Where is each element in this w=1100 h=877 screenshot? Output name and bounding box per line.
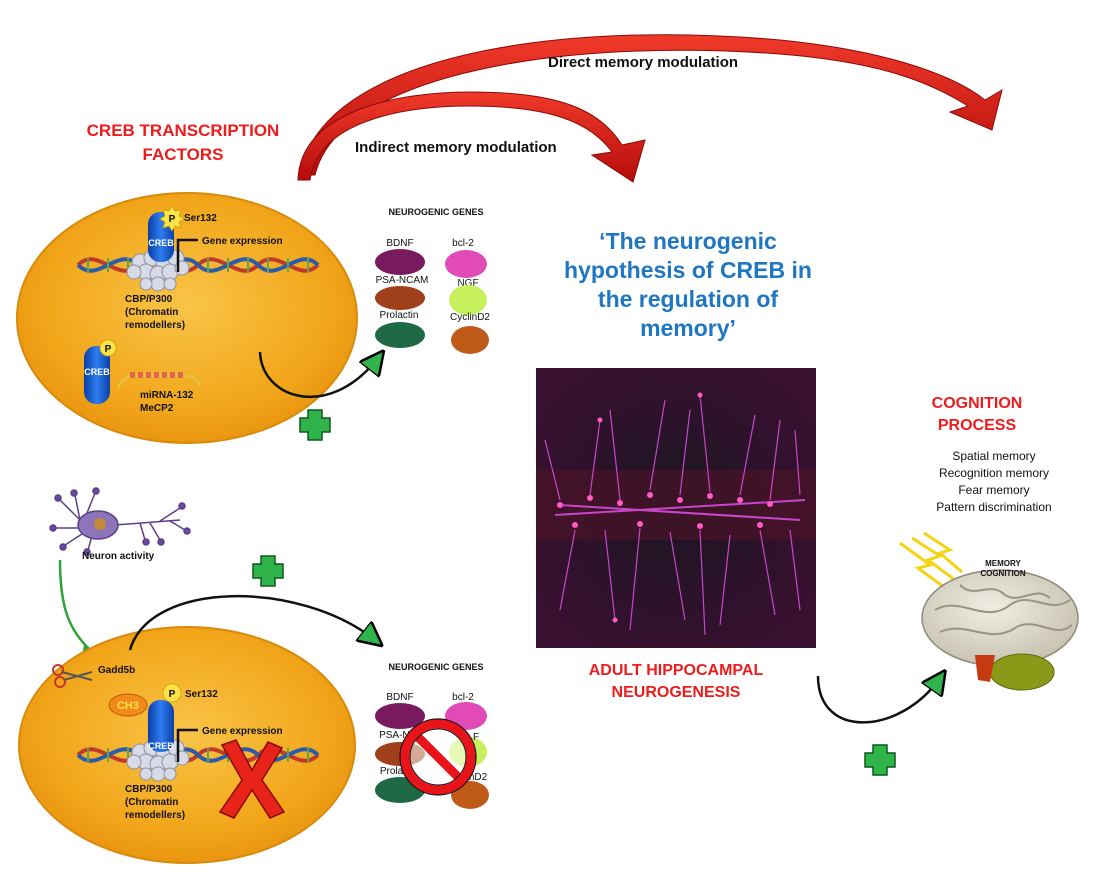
methyl-label: CH3 — [117, 700, 139, 712]
cognition-title-line1: COGNITION — [932, 395, 1023, 412]
prohibited-icon — [399, 718, 477, 796]
cognition-process: COGNITION PROCESS Spatial memory Recogni… — [932, 395, 1052, 514]
creb-protein-3-icon — [148, 700, 174, 752]
cbp-label-line1: CBP/P300 — [125, 294, 173, 305]
bottom-cell: CREB CH3 P Ser132 Gene expression CBP/P3… — [18, 626, 356, 864]
gene-cyclind2-label: CyclinD2 — [450, 312, 490, 323]
hypothesis-line2: hypothesis of CREB in — [564, 257, 812, 283]
creb-2-label: CREB — [84, 367, 110, 377]
neuron-icon — [49, 487, 191, 556]
gene-ngf-icon — [449, 285, 487, 315]
gene-psa-label: PSA-NCAM — [376, 275, 429, 286]
mecp2-label: MeCP2 — [140, 403, 174, 414]
gene-expression-arrow — [176, 238, 198, 272]
plus-icon-middle — [252, 555, 284, 587]
cell-to-genes-arrow — [258, 352, 378, 398]
gene-bcl2-icon — [445, 250, 487, 278]
top-cell: CREB P Ser132 Gene expression CBP/P300 (… — [16, 192, 358, 444]
plus-icon-right — [864, 744, 896, 776]
gene-2-ngf-label: F — [473, 732, 479, 743]
cognition-item-recognition: Recognition memory — [939, 466, 1049, 480]
gene-2-psa-label: PSA-NC — [379, 730, 417, 741]
bottom-neurogenic-genes: NEUROGENIC GENES BDNF PSA-NC Prolac bcl-… — [375, 662, 489, 809]
phosphate-2-label: P — [105, 344, 112, 355]
genes-header: NEUROGENIC GENES — [388, 207, 483, 217]
phosphate-badge-icon — [159, 205, 185, 232]
ser132-2-label: Ser132 — [185, 689, 218, 700]
cell-to-genes-2-arrow — [128, 595, 375, 651]
neurogenesis-title-line1: ADULT HIPPOCAMPAL — [589, 662, 764, 679]
cognition-item-spatial: Spatial memory — [952, 449, 1035, 463]
gene-expression-2-arrow — [176, 728, 198, 762]
plus-icon-top — [299, 409, 331, 441]
hypothesis-title: ‘The neurogenic hypothesis of CREB in th… — [564, 228, 812, 341]
hypothesis-line4: memory’ — [640, 315, 736, 341]
neuron-to-cell-arrow — [58, 559, 91, 651]
cognition-title-line2: PROCESS — [938, 417, 1017, 434]
creb-factors-title-line1: CREB TRANSCRIPTION — [87, 121, 280, 140]
neurogenesis-to-cognition-arrow — [816, 676, 940, 724]
direct-modulation-label: Direct memory modulation — [548, 54, 738, 71]
gene-expression-label: Gene expression — [202, 236, 283, 247]
phosphate-3-label: P — [169, 689, 176, 700]
phosphate-badge-3-icon — [162, 683, 182, 703]
gene-prolactin-icon — [375, 322, 425, 348]
cbp-p300-complex-2-icon — [126, 739, 190, 782]
gene-2-bcl2-label: bcl-2 — [452, 692, 474, 703]
hypothesis-line1: ‘The neurogenic — [599, 228, 777, 254]
creb-protein-2-icon — [84, 346, 110, 404]
brain-icon — [899, 531, 1079, 691]
gadd5b-label: Gadd5b — [98, 665, 135, 676]
cognition-item-pattern: Pattern discrimination — [936, 500, 1051, 514]
gene-ngf-label: NGF — [457, 278, 478, 289]
creb-factors-title-line2: FACTORS — [143, 145, 224, 164]
cbp-p300-complex-icon — [126, 249, 190, 292]
gene-2-bdnf-icon — [375, 703, 425, 729]
creb-label: CREB — [148, 238, 174, 248]
top-neurogenic-genes: NEUROGENIC GENES BDNF PSA-NCAM Prolactin… — [375, 207, 490, 354]
gene-2-prolactin-label: Prolac — [380, 766, 408, 777]
gene-bcl2-label: bcl-2 — [452, 238, 474, 249]
gene-cyclind2-icon — [451, 326, 489, 354]
creb-3-label: CREB — [148, 741, 174, 751]
brain-label-line2: COGNITION — [980, 569, 1026, 578]
brain-label-line1: MEMORY — [985, 559, 1021, 568]
dna-helix-icon — [76, 257, 320, 273]
gene-prolactin-label: Prolactin — [380, 310, 419, 321]
indirect-modulation-label: Indirect memory modulation — [355, 139, 557, 156]
gene-2-cyclind2-label: nD2 — [469, 772, 488, 783]
gene-2-bdnf-label: BDNF — [386, 692, 413, 703]
gene-bdnf-label: BDNF — [386, 238, 413, 249]
indirect-modulation-arrow — [297, 91, 646, 183]
neurogenesis-title-line2: NEUROGENESIS — [612, 684, 741, 701]
cbp-label-line2: (Chromatin — [125, 307, 178, 318]
hippocampal-micrograph — [536, 368, 816, 648]
cbp-2-label-line1: CBP/P300 — [125, 784, 173, 795]
ser132-label: Ser132 — [184, 213, 217, 224]
phosphate-badge-2-icon — [99, 339, 117, 357]
phosphate-label: P — [169, 214, 176, 225]
gene-psa-icon — [375, 286, 425, 310]
cbp-label-line3: remodellers) — [125, 320, 185, 331]
direct-modulation-arrow — [299, 34, 1003, 176]
gene-expression-2-label: Gene expression — [202, 726, 283, 737]
cognition-item-fear: Fear memory — [958, 483, 1029, 497]
mirna-strand-icon — [116, 372, 202, 389]
gene-bdnf-icon — [375, 249, 425, 275]
methyl-group-icon — [108, 693, 148, 717]
genes-2-header: NEUROGENIC GENES — [388, 662, 483, 672]
cbp-2-label-line2: (Chromatin — [125, 797, 178, 808]
mirna-label: miRNA-132 — [140, 390, 194, 401]
neuron-activity-label: Neuron activity — [82, 551, 155, 562]
scissors-icon — [52, 664, 93, 688]
blocked-x-icon — [218, 739, 286, 819]
hypothesis-line3: the regulation of — [598, 286, 779, 312]
cbp-2-label-line3: remodellers) — [125, 810, 185, 821]
